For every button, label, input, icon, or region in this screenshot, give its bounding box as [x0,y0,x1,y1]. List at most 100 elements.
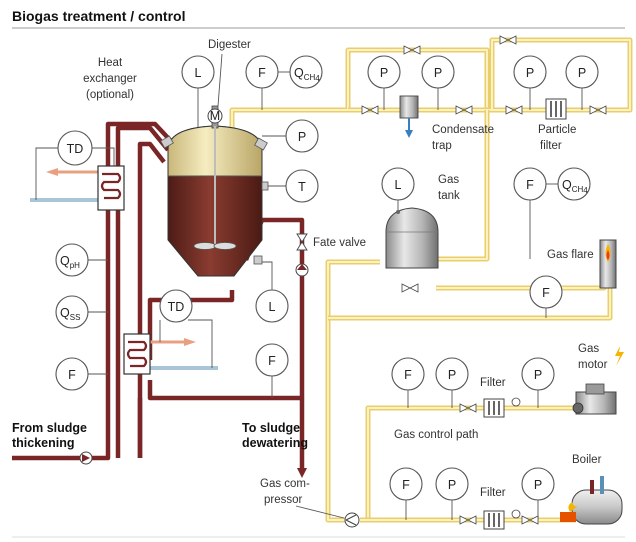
svg-text:F: F [526,178,534,192]
instrument-q-ph: QpH [55,243,89,277]
gas-flare [599,239,617,289]
label-gas-flare: Gas flare [547,249,594,261]
label-heat-exchanger-3: (optional) [86,89,134,101]
heat-out-arrow-bottom [184,338,196,346]
label-from-sludge-1: From sludge [12,421,87,435]
svg-text:P: P [448,478,456,492]
instrument-q-ch4-top: QCH4 [289,55,323,89]
filter-motor-path [483,397,521,418]
instrument-f-digester: F [245,55,279,89]
instrument-p-digester: P [285,119,319,153]
water-lines [30,168,218,370]
instrument-q-ss: QSS [55,295,89,329]
label-digester: Digester [208,39,251,51]
valves [361,35,607,525]
gas-compressor [344,512,360,528]
svg-text:P: P [578,66,586,80]
filter-boiler-path [483,509,521,530]
svg-text:F: F [268,354,276,368]
label-to-sludge-2: dewatering [242,436,308,450]
instrument-l-digester: L [181,55,215,89]
svg-text:QSS: QSS [60,306,80,322]
instrument-td-bottom: TD [159,289,193,323]
label-gas-compressor-2: pressor [264,494,303,506]
label-gas-compressor-1: Gas com- [260,478,310,490]
label-particle-filter-1: Particle [538,124,576,136]
instrument-p-cond-1: P [367,55,401,89]
instrument-l-tank: L [381,167,415,201]
label-fate-valve: Fate valve [313,237,366,249]
label-filter-boiler: Filter [480,487,506,499]
svg-text:P: P [534,478,542,492]
label-gas-tank-2: tank [438,190,460,202]
label-gas-motor-2: motor [578,359,608,371]
instrument-q-ch4-tank: QCH4 [557,167,591,201]
instrument-p-part-2: P [565,55,599,89]
label-gas-motor-1: Gas [578,343,599,355]
svg-text:P: P [534,368,542,382]
instrument-p-motor-1: P [435,357,469,391]
svg-text:TD: TD [67,142,84,156]
to-dewatering-arrow [297,468,307,478]
svg-text:P: P [298,130,306,144]
instrument-p-part-1: P [513,55,547,89]
svg-text:QpH: QpH [60,254,80,270]
digester-motor-label: M [210,109,220,123]
svg-text:L: L [395,178,402,192]
svg-text:F: F [258,66,266,80]
fate-valve-icon [296,233,308,251]
label-gas-tank-1: Gas [438,174,459,186]
svg-text:L: L [195,66,202,80]
instrument-p-cond-2: P [421,55,455,89]
label-gas-control-path: Gas control path [394,429,478,441]
instrument-f-tank: F [513,167,547,201]
instrument-f-bottom: F [255,343,289,377]
label-heat-exchanger-1: Heat [98,57,123,69]
gas-motor [572,346,624,415]
condensate-trap [399,95,419,138]
label-condensate-trap-2: trap [432,140,452,152]
label-filter-motor: Filter [480,377,506,389]
instrument-f-motor: F [391,357,425,391]
label-condensate-trap-1: Condensate [432,124,494,136]
digester-tank [160,105,269,277]
heat-exchanger-bottom [123,333,151,375]
electricity-icon [615,346,624,366]
instrument-td-top: TD [57,130,93,166]
page-title: Biogas treatment / control [12,8,185,24]
svg-text:F: F [404,368,412,382]
particle-filter [545,98,567,120]
gas-tank [385,207,439,269]
instrument-l-bottom: L [255,289,289,323]
label-from-sludge-2: thickening [12,436,75,450]
svg-text:P: P [434,66,442,80]
heat-exchanger-top [97,165,125,211]
heat-out-arrow-top [46,168,58,176]
instrument-t-digester: T [285,169,319,203]
svg-text:QCH4: QCH4 [562,178,588,195]
svg-text:TD: TD [168,300,185,314]
svg-text:F: F [68,368,76,382]
instrument-p-boiler-2: P [521,467,555,501]
digester-motor-icon [207,108,223,124]
label-boiler: Boiler [572,454,602,466]
instrument-f-left: F [55,357,89,391]
instrument-p-boiler-1: P [435,467,469,501]
instrument-f-boiler: F [389,467,423,501]
signal-lines [35,86,583,520]
instrument-p-motor-2: P [521,357,555,391]
boiler [560,476,623,525]
label-heat-exchanger-2: exchanger [83,73,137,85]
svg-text:P: P [380,66,388,80]
svg-text:L: L [269,300,276,314]
svg-text:P: P [526,66,534,80]
svg-text:QCH4: QCH4 [294,66,320,83]
svg-text:F: F [402,478,410,492]
svg-text:T: T [298,180,306,194]
instrument-f-flare: F [529,275,563,309]
svg-text:P: P [448,368,456,382]
label-to-sludge-1: To sludge [242,421,300,435]
label-particle-filter-2: filter [540,140,562,152]
svg-text:F: F [542,286,550,300]
